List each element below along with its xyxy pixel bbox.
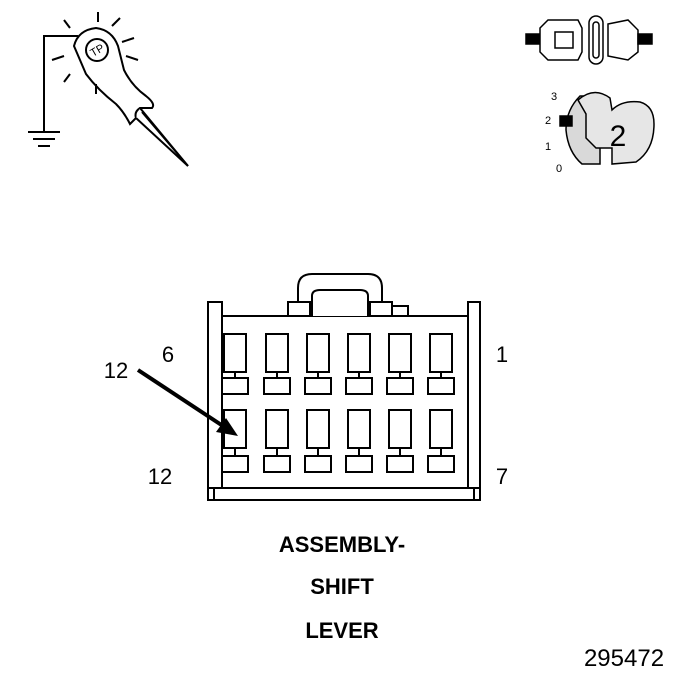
pin-label-1: 1 bbox=[496, 342, 508, 367]
connector-pin-row-top bbox=[221, 333, 455, 395]
pin-label-12: 12 bbox=[148, 464, 172, 489]
pin-cavity bbox=[263, 333, 291, 395]
pin-cavity bbox=[304, 333, 332, 395]
connector-pin-row-bottom bbox=[221, 409, 455, 473]
pin-cavity bbox=[427, 333, 455, 395]
pin-cavity bbox=[221, 409, 249, 473]
figure-number: 295472 bbox=[584, 645, 664, 672]
pin-cavity bbox=[345, 409, 373, 473]
test-light-icon bbox=[28, 12, 189, 167]
pin-cavity bbox=[386, 333, 414, 395]
key-position-1: 1 bbox=[545, 141, 551, 153]
pin-cavity bbox=[345, 333, 373, 395]
pin-cavity bbox=[386, 409, 414, 473]
key-position-2: 2 bbox=[545, 115, 551, 127]
callout-label: 12 bbox=[104, 358, 128, 383]
key-position-0: 0 bbox=[556, 163, 562, 175]
caption-line-3: LEVER bbox=[305, 618, 378, 643]
pin-cavity bbox=[221, 333, 249, 395]
caption-line-1: ASSEMBLY- bbox=[279, 532, 405, 557]
key-selected-position: 2 bbox=[610, 120, 627, 153]
pin-label-6: 6 bbox=[162, 342, 174, 367]
pin-label-7: 7 bbox=[496, 464, 508, 489]
caption-line-2: SHIFT bbox=[310, 574, 374, 599]
pin-cavity bbox=[427, 409, 455, 473]
pin-cavity bbox=[263, 409, 291, 473]
ignition-key-icon bbox=[559, 91, 655, 165]
disconnected-connector-icon bbox=[525, 15, 653, 65]
key-position-3: 3 bbox=[551, 91, 557, 103]
callout-arrow bbox=[136, 368, 238, 436]
pin-cavity bbox=[304, 409, 332, 473]
